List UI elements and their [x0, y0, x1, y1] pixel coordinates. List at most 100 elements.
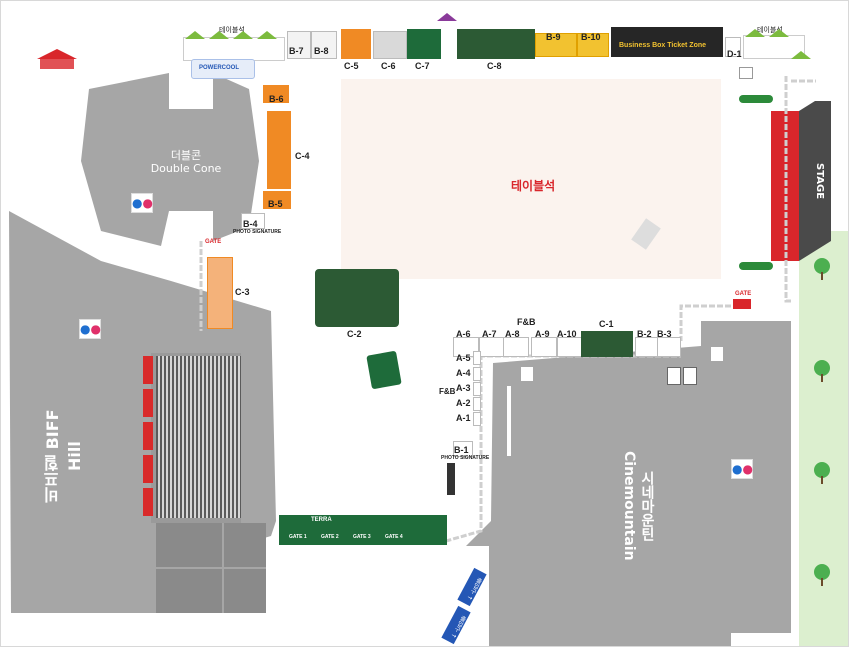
business-box-label: Business Box Ticket Zone	[619, 42, 707, 49]
seat-tag	[143, 422, 153, 450]
kiosk	[667, 367, 681, 385]
booth-C-8-label: C-8	[487, 61, 502, 71]
booth-B-8[interactable]	[311, 31, 337, 59]
cinemountain-label: 시네마운틴 Cinemountain	[621, 451, 655, 561]
business-box-ticket-zone[interactable]	[611, 27, 723, 57]
gate-right-label: GATE	[735, 291, 752, 297]
restroom-icon: ●●	[131, 193, 153, 213]
booth-C-6[interactable]	[373, 31, 407, 59]
tree-icon	[814, 360, 830, 382]
fb-top-label: F&B	[517, 317, 536, 327]
gate-1-label: GATE 1	[289, 534, 307, 540]
booth-A-2-label: A-2	[456, 398, 471, 408]
gates-bar	[279, 515, 447, 545]
booth-B-4-label: B-4	[243, 219, 258, 229]
booth-D-1[interactable]	[725, 37, 741, 57]
booth-C-1[interactable]	[581, 331, 633, 357]
kiosk	[683, 367, 697, 385]
booth-D-1-label: D-1	[727, 49, 742, 59]
booth-C-4-label: C-4	[295, 151, 310, 161]
booth-A-5[interactable]	[473, 351, 481, 365]
booth-B-6[interactable]	[263, 85, 289, 103]
booth-A-9[interactable]	[531, 337, 557, 357]
booth-C-1-label: C-1	[599, 319, 614, 329]
cinemountain-area	[466, 321, 791, 646]
booth-B-6-label: B-6	[269, 94, 284, 104]
booth-A-8[interactable]	[503, 337, 529, 357]
stage-label: STAGE	[814, 162, 825, 200]
seat-tag	[143, 488, 153, 516]
booth-B-1[interactable]	[453, 441, 473, 457]
tent-icon	[185, 31, 205, 39]
double-cone-label: 더블콘 Double Cone	[150, 149, 222, 175]
gate-2-label: GATE 2	[321, 534, 339, 540]
booth-A-10-label: A-10	[557, 329, 577, 339]
booth-A-3[interactable]	[473, 382, 481, 396]
photo-signature-label-2: PHOTO SIGNATURE	[441, 455, 490, 461]
red-tent-icon	[37, 49, 77, 71]
booth-B-2[interactable]	[635, 337, 659, 357]
booth-B-4[interactable]	[241, 213, 265, 229]
booth-C-3[interactable]	[207, 257, 233, 329]
seat-tag	[143, 455, 153, 483]
booth-C-5[interactable]	[341, 29, 371, 59]
booth-A-7[interactable]	[479, 337, 505, 357]
kiosk	[711, 347, 723, 361]
booth-A-4[interactable]	[473, 367, 481, 381]
booth-B-9-label: B-9	[546, 32, 561, 42]
fb-left-label: F&B	[439, 387, 456, 396]
booth-C-3-label: C-3	[235, 287, 250, 297]
booth-B-3-label: B-3	[657, 329, 672, 339]
tent-icon	[257, 31, 277, 39]
tent-icon	[209, 31, 229, 39]
signpost	[447, 463, 455, 495]
tent-icon	[437, 13, 457, 21]
booth-A-6-label: A-6	[456, 329, 471, 339]
booth-B-2-label: B-2	[637, 329, 652, 339]
restroom-icon: ●●	[731, 459, 753, 479]
walkway-bar	[507, 386, 511, 456]
booth-A-1-label: A-1	[456, 413, 471, 423]
powercool-sign	[191, 59, 255, 79]
tree-icon	[814, 258, 830, 280]
bottle-icon	[739, 262, 773, 270]
seat-tag	[143, 356, 153, 384]
booth-A-3-label: A-3	[456, 383, 471, 393]
table-top-left-label: 테이블석	[219, 27, 245, 34]
booth-B-7-label: B-7	[289, 46, 304, 56]
booth-C-2[interactable]	[315, 269, 399, 327]
audience-seats	[156, 356, 241, 518]
tent-icon	[233, 31, 253, 39]
tree-icon	[814, 462, 830, 484]
gate-3-label: GATE 3	[353, 534, 371, 540]
booth-C-4[interactable]	[267, 111, 291, 189]
tent-icon	[791, 51, 811, 59]
booth-C-6-label: C-6	[381, 61, 396, 71]
booth-A-7-label: A-7	[482, 329, 497, 339]
booth-C-7[interactable]	[407, 29, 441, 59]
booth-A-8-label: A-8	[505, 329, 520, 339]
booth-B-8-label: B-8	[314, 46, 329, 56]
booth-A-6[interactable]	[453, 337, 479, 357]
booth-C-5-label: C-5	[344, 61, 359, 71]
booth-B-3[interactable]	[657, 337, 681, 357]
booth-C-2-label: C-2	[347, 329, 362, 339]
booth-B-7[interactable]	[287, 31, 311, 59]
tent-icon	[745, 29, 765, 37]
booth-B-9[interactable]	[535, 33, 577, 57]
booth-B-10-label: B-10	[581, 32, 601, 42]
restroom-icon: ●●	[79, 319, 101, 339]
booth-C-8[interactable]	[457, 29, 535, 59]
booth-A-1[interactable]	[473, 412, 481, 426]
booth-B-10[interactable]	[577, 33, 609, 57]
booth-A-10[interactable]	[557, 337, 583, 357]
booth-B-1-label: B-1	[454, 445, 469, 455]
seat-tag	[143, 389, 153, 417]
booth-B-5[interactable]	[263, 191, 291, 209]
tree-icon	[814, 564, 830, 586]
gate-label: GATE	[205, 239, 222, 245]
booth-A-2[interactable]	[473, 397, 481, 411]
booth-A-5-label: A-5	[456, 353, 471, 363]
table-zone-label: 테이블석	[511, 179, 556, 193]
